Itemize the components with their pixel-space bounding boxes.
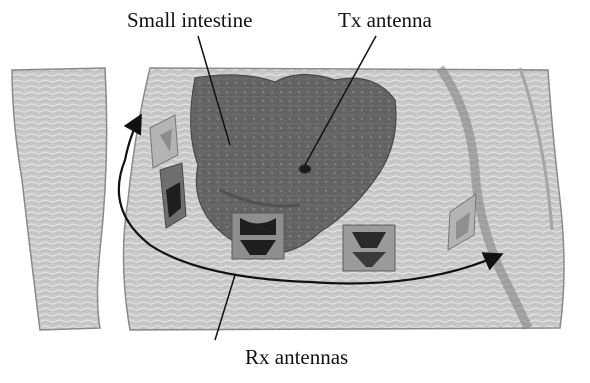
left-arm [12, 68, 107, 330]
rx-antenna-icon [232, 213, 284, 259]
tx-antenna-icon [299, 165, 311, 174]
rx-antennas-label: Rx antennas [245, 347, 348, 368]
rx-antenna-icon [343, 225, 395, 271]
tx-antenna-label: Tx antenna [338, 10, 432, 31]
small-intestine-label: Small intestine [127, 10, 252, 31]
